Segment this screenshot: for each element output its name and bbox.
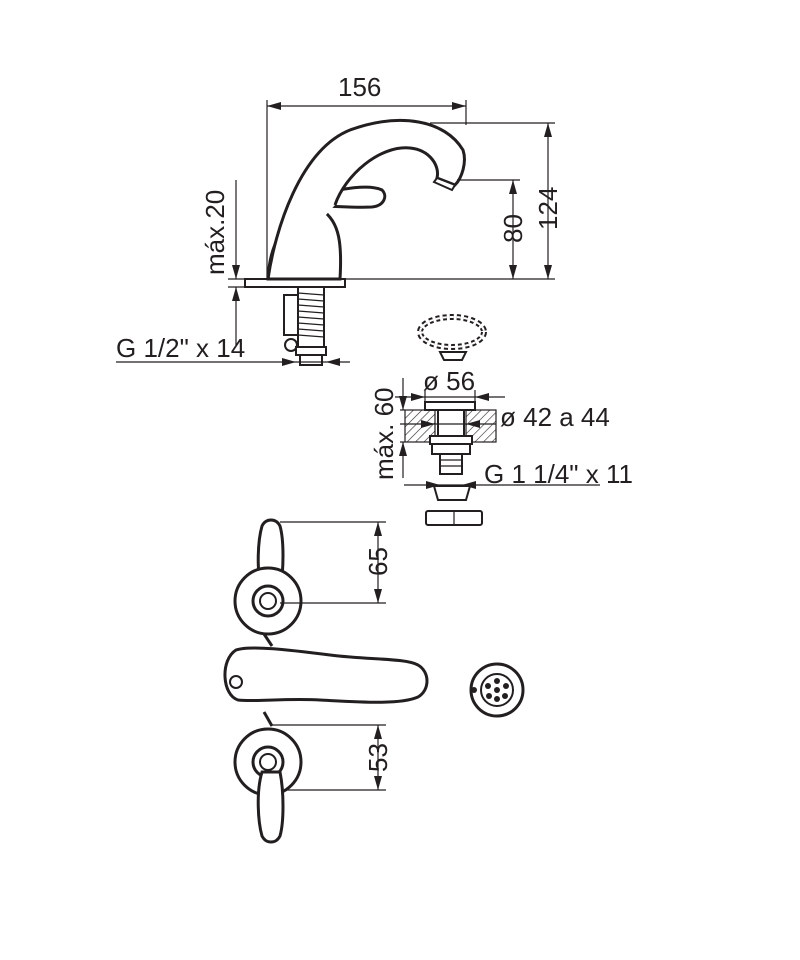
drain-plug (438, 351, 468, 361)
drain-hole-label: ø 42 a 44 (500, 402, 610, 432)
shank-threads (297, 292, 325, 338)
top-handle-screw (259, 592, 277, 610)
dim-drain-diameter: ø 56 (395, 366, 505, 402)
drain-gasket (429, 435, 473, 445)
drain-thickness-label: máx. 60 (369, 388, 399, 481)
dim-drain-hole: ø 42 a 44 (400, 402, 610, 432)
faucet-top-view (223, 518, 429, 844)
handle-bottom-label: 53 (363, 743, 393, 772)
deck-max-label: máx.20 (200, 190, 230, 275)
handle-top-label: 65 (363, 547, 393, 576)
spout-reach-label: 156 (338, 72, 381, 102)
drain-flange (424, 401, 476, 411)
dim-drain-thickness: máx. 60 (369, 378, 407, 480)
dim-spout-reach: 156 (266, 72, 467, 279)
side-bracket (283, 294, 299, 336)
bottom-handle-lever (256, 770, 285, 844)
basin-section-right (465, 409, 497, 443)
dim-handle-top: 65 (280, 521, 393, 604)
drain-chain (417, 314, 487, 361)
drain-washer (432, 485, 472, 501)
dim-handle-bottom: 53 (270, 724, 393, 791)
shank-nut (295, 346, 327, 356)
dim-spout-height: 80 (457, 179, 528, 279)
drain-nut (431, 443, 471, 455)
aerator (432, 176, 457, 192)
spout-top-plate (223, 646, 429, 704)
drain-grate-top-view (469, 662, 525, 718)
spout-height-label: 80 (498, 214, 528, 243)
dim-deck-max: máx.20 (200, 180, 290, 345)
drain-diameter-label: ø 56 (423, 366, 475, 396)
spout (266, 119, 466, 280)
drain-tail (439, 453, 463, 475)
faucet-side-view (244, 119, 466, 366)
inlet-thread-label: G 1/2" x 14 (116, 333, 245, 363)
drain-body (437, 409, 465, 437)
side-bracket-bolt (284, 338, 298, 352)
drain-thread-label: G 1 1/4" x 11 (484, 459, 633, 489)
dim-drain-thread: G 1 1/4" x 11 (404, 459, 633, 489)
dim-inlet-thread: G 1/2" x 14 (116, 333, 350, 366)
bottom-handle-screw (259, 753, 277, 771)
spout-top-screw (229, 675, 243, 689)
total-height-label: 124 (533, 187, 563, 230)
dim-total-height: 124 (340, 122, 563, 280)
shank-end (299, 354, 323, 366)
drain-section (404, 401, 497, 526)
